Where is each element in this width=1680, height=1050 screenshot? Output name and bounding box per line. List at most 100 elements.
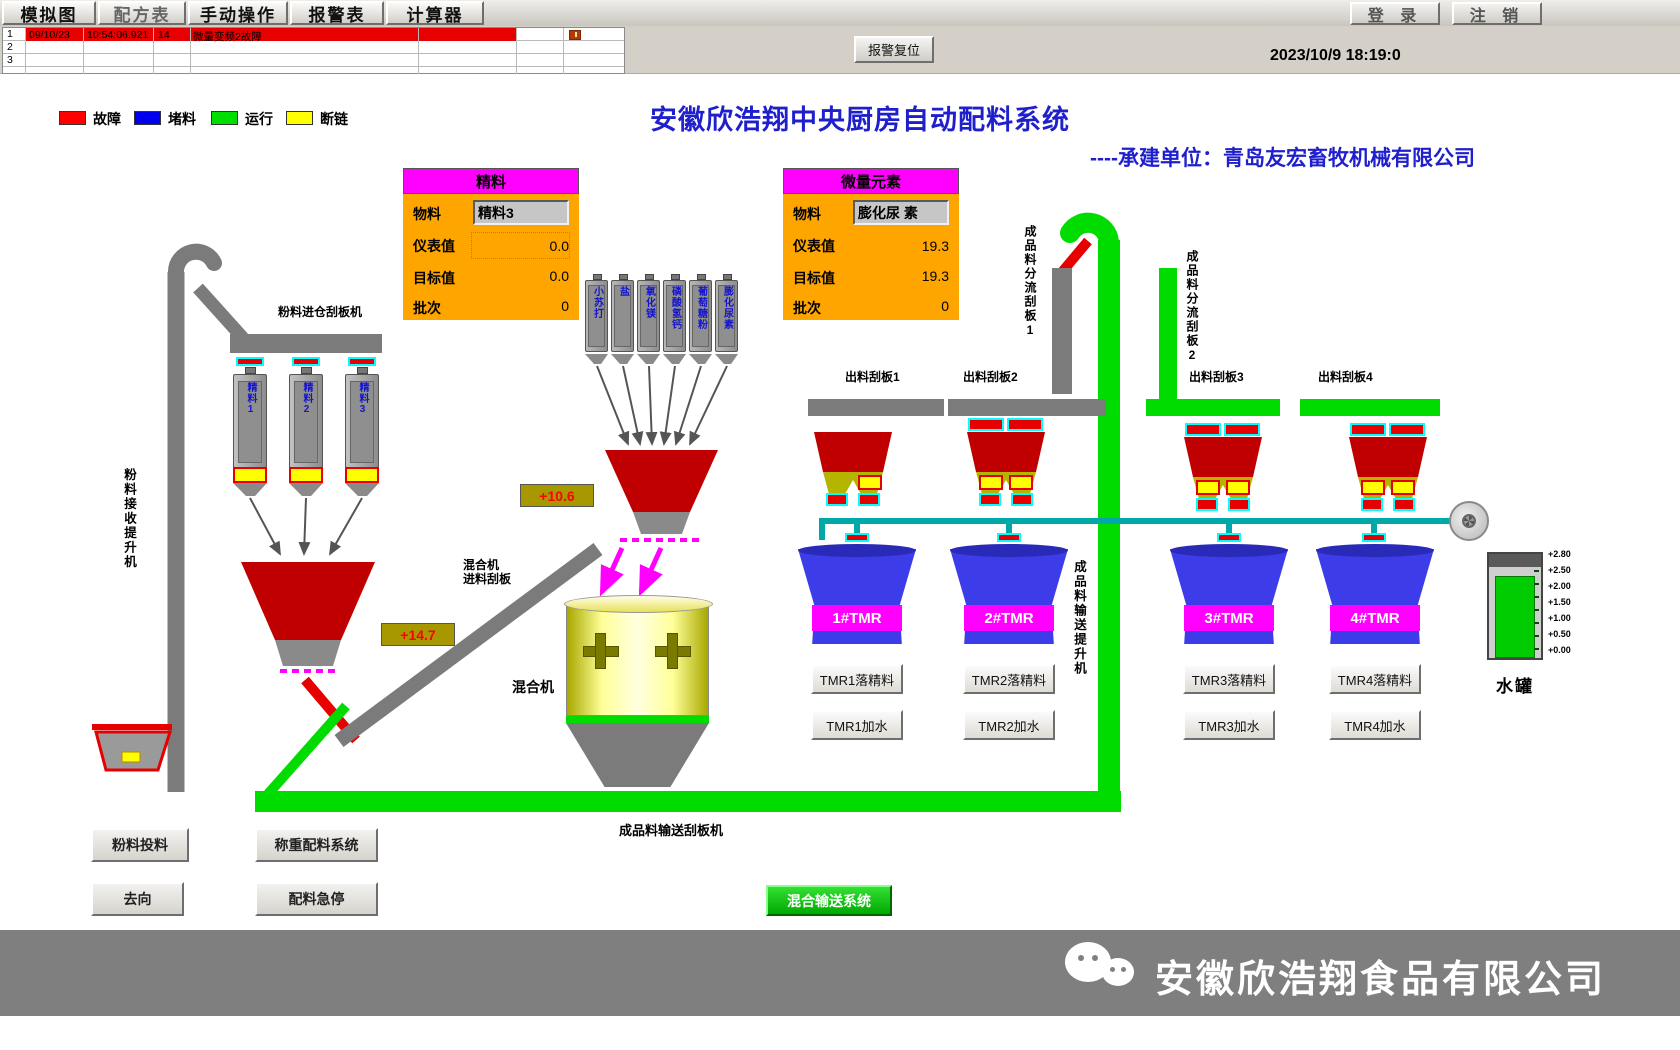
- powder-infeed-conveyor: [230, 334, 382, 353]
- outfeed-hopper-3: [1184, 423, 1262, 511]
- outfeed-hopper-1: [814, 432, 892, 506]
- tmr3-drop-button[interactable]: TMR3落精料: [1183, 664, 1275, 694]
- alarm-row-number: 2: [7, 41, 13, 53]
- flow-arrow: [689, 365, 728, 446]
- grid-line: [153, 28, 154, 74]
- wechat-icon-small: [1102, 958, 1134, 986]
- powder-chute: [193, 283, 248, 343]
- tank-inlet: [1217, 533, 1241, 542]
- silo-gate: [236, 357, 264, 366]
- contractor-subtitle: ----承建单位：青岛友宏畜牧机械有限公司: [1090, 147, 1475, 170]
- water-level: [1495, 576, 1535, 658]
- tank-inlet: [1362, 533, 1386, 542]
- scale-mark: +0.00: [1548, 645, 1571, 655]
- divert-bar-2: [1159, 268, 1177, 402]
- feed-hopper-top-line: [92, 724, 172, 730]
- grid-line: [563, 28, 564, 74]
- silo-additive-1: 小苏打: [585, 274, 608, 352]
- flow-arrow: [249, 497, 281, 556]
- alarm-date: 09/10/23: [29, 29, 70, 41]
- mixer-label: 混合机: [512, 679, 554, 695]
- outfeed2-conveyor: [948, 399, 1106, 416]
- legend-blockage-label: 堵料: [168, 111, 196, 127]
- weigh-hopper-left: [241, 562, 375, 640]
- silo-funnel: [233, 483, 267, 496]
- tank-inlet: [997, 533, 1021, 542]
- outfeed3-label: 出料刮板3: [1189, 370, 1244, 384]
- alarm-row[interactable]: 3: [3, 54, 624, 67]
- divert-bar-1: [1052, 268, 1072, 394]
- tmr1-drop-button[interactable]: TMR1落精料: [811, 664, 903, 694]
- alarm-row: [3, 67, 624, 74]
- target-value: 0.0: [549, 268, 569, 284]
- alarm-row[interactable]: 1 09/10/23 10:54:06.921 14 微量变频2故障: [3, 28, 624, 43]
- target-label: 目标值: [793, 270, 835, 286]
- silo-level-band: [345, 467, 379, 483]
- scale-mark: +2.50: [1548, 565, 1571, 575]
- mixer-infeed-label-2: 进料刮板: [463, 572, 512, 586]
- silo-cap: [645, 274, 654, 280]
- scale-mark: +1.50: [1548, 597, 1571, 607]
- flow-arrow: [298, 497, 311, 556]
- weigh-value-left: +14.7: [381, 623, 455, 646]
- alarm-table: 1 09/10/23 10:54:06.921 14 微量变频2故障 2 3: [2, 27, 625, 74]
- alarm-row-number: 3: [7, 54, 13, 66]
- alarm-reset-button[interactable]: 报警复位: [854, 36, 934, 63]
- silo-gate: [348, 357, 376, 366]
- silo-cap: [357, 367, 368, 374]
- material-select[interactable]: 精料3: [473, 200, 569, 225]
- legend-fault-label: 故障: [93, 111, 121, 127]
- divert2-label: 成品料分流刮板2: [1185, 250, 1199, 364]
- meter-field[interactable]: [471, 232, 570, 259]
- silo-level-band: [233, 467, 267, 483]
- legend-fault-swatch: [59, 111, 86, 125]
- material-label: 物料: [413, 206, 441, 222]
- page-title: 安徽欣浩翔中央厨房自动配料系统: [650, 105, 1070, 135]
- powder-feed-button[interactable]: 粉料投料: [91, 828, 189, 862]
- menu-recipe-table[interactable]: 配方表: [98, 1, 186, 25]
- weigh-value-mid: +10.6: [520, 484, 594, 507]
- tmr3-water-button[interactable]: TMR3加水: [1183, 710, 1275, 740]
- mix-transport-button[interactable]: 混合输送系统: [766, 885, 892, 916]
- alarm-row[interactable]: 2: [3, 41, 624, 54]
- fault-chute-red: [301, 676, 360, 744]
- silo-cap: [593, 274, 602, 280]
- tmr2-drop-button[interactable]: TMR2落精料: [963, 664, 1055, 694]
- jingliao-panel: 精料 物料 精料3 仪表值 0.0 目标值 0.0 批次 0: [403, 168, 579, 320]
- silo-cap: [245, 367, 256, 374]
- product-conveyor-label: 成品料输送刮板机: [619, 823, 724, 838]
- outfeed2-label: 出料刮板2: [963, 370, 1018, 384]
- emergency-stop-button[interactable]: 配料急停: [255, 882, 378, 916]
- mixer-hopper: [566, 723, 709, 787]
- logout-button[interactable]: 注 销: [1452, 2, 1542, 25]
- tmr1-water-button[interactable]: TMR1加水: [811, 710, 903, 740]
- scale-mark: +1.00: [1548, 613, 1571, 623]
- weighing-system-button[interactable]: 称重配料系统: [255, 828, 378, 862]
- tmr-tank-4: 4#TMR: [1316, 544, 1434, 644]
- panel-title: 微量元素: [783, 168, 959, 194]
- direction-button[interactable]: 去向: [91, 882, 184, 916]
- tmr4-water-button[interactable]: TMR4加水: [1329, 710, 1421, 740]
- tmr4-drop-button[interactable]: TMR4落精料: [1329, 664, 1421, 694]
- silo-label: 膨化尿素: [721, 286, 733, 330]
- login-button[interactable]: 登 录: [1350, 2, 1440, 25]
- running-chute-green: [264, 702, 350, 798]
- menu-alarm-table[interactable]: 报警表: [290, 1, 384, 25]
- powder-elevator-hook: [167, 243, 222, 298]
- menu-simulation-view[interactable]: 模拟图: [2, 1, 96, 25]
- tmr-tank-3: 3#TMR: [1170, 544, 1288, 644]
- footer-banner: 安徽欣浩翔食品有限公司: [0, 930, 1680, 1016]
- flow-arrow: [596, 365, 630, 446]
- silo-gate: [292, 357, 320, 366]
- menu-calculator[interactable]: 计算器: [386, 1, 484, 25]
- outfeed1-label: 出料刮板1: [845, 370, 900, 384]
- menu-manual-operation[interactable]: 手动操作: [188, 1, 288, 25]
- tank-label: 4#TMR: [1330, 605, 1420, 631]
- silo-cap: [671, 274, 680, 280]
- tank-label: 2#TMR: [964, 605, 1054, 631]
- tmr2-water-button[interactable]: TMR2加水: [963, 710, 1055, 740]
- silo-funnel: [289, 483, 323, 496]
- batch-label: 批次: [793, 300, 821, 316]
- material-select[interactable]: 膨化尿 素: [853, 200, 949, 225]
- tank-label: 3#TMR: [1184, 605, 1274, 631]
